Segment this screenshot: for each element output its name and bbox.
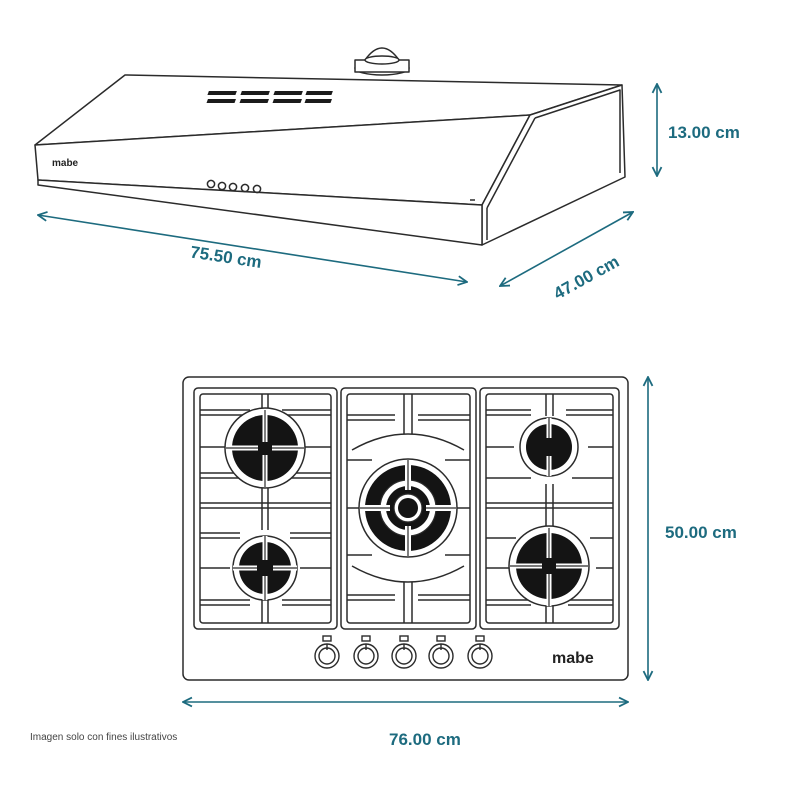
knob-4 — [428, 635, 454, 669]
hood-depth-line — [500, 212, 633, 286]
hood-control-buttons — [206, 179, 262, 194]
illustrative-disclaimer: Imagen solo con fines ilustrativos — [30, 732, 178, 743]
hood-brand-logo: mabe — [52, 158, 79, 169]
hood-height-label: 13.00 cm — [668, 123, 740, 142]
knob-1 — [314, 635, 340, 669]
hood-width-label: 75.50 cm — [189, 242, 263, 271]
cooktop-width-label: 76.00 cm — [389, 730, 461, 749]
range-hood-drawing — [34, 47, 626, 246]
burner-center-wok — [358, 458, 458, 558]
cooktop-brand-logo: mabe — [552, 650, 594, 667]
burner-left-front — [232, 535, 298, 601]
hood-vent-slots — [206, 91, 333, 103]
burner-right-front — [508, 525, 590, 607]
knob-3 — [391, 635, 417, 669]
burner-right-back — [519, 417, 579, 477]
hood-dimension-lines — [38, 84, 657, 286]
right-grate-rungs — [486, 394, 613, 623]
left-grate-rungs — [200, 394, 331, 623]
burner-left-back — [224, 407, 306, 489]
center-grate-rungs — [347, 394, 470, 623]
grate-right — [479, 387, 620, 630]
hood-depth-label: 47.00 cm — [550, 252, 622, 303]
knob-2 — [353, 635, 379, 669]
burners — [224, 407, 590, 607]
cooktop-dimension-lines — [183, 377, 648, 702]
grate-center — [340, 387, 477, 630]
grate-left — [193, 387, 338, 630]
cooktop-depth-label: 50.00 cm — [665, 523, 737, 542]
hood-width-line — [38, 215, 467, 282]
control-knobs — [314, 635, 493, 669]
knob-5 — [467, 635, 493, 669]
hood-exhaust-collar — [354, 47, 410, 76]
